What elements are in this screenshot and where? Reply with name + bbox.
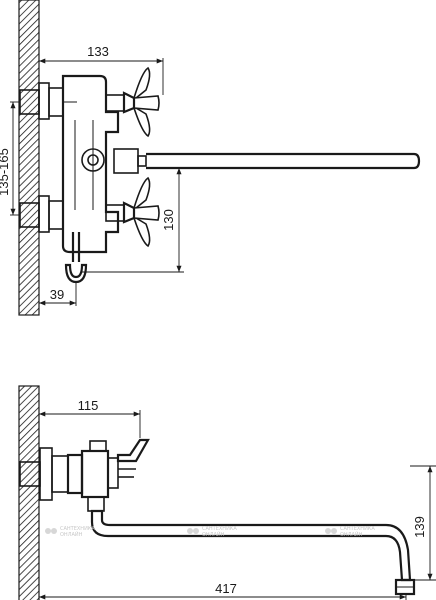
dim-right-vertical: [82, 167, 184, 273]
watermark-2-line2: ОНЛАЙН: [202, 531, 225, 538]
dim-side-width: [38, 410, 141, 446]
upper-cross-handle: [105, 66, 160, 138]
dim-label-135-165: 135-165: [0, 148, 11, 196]
wall-bottom: [18, 385, 40, 600]
dim-label-130: 130: [161, 209, 176, 231]
side-mixer-body: [66, 438, 150, 512]
dim-side-total: [38, 586, 407, 600]
top-view: 133 135-165 130 39: [0, 0, 421, 316]
lower-cross-handle: [105, 176, 160, 248]
long-spout: [146, 152, 421, 170]
watermark-2: САНТЕХНИКА ОНЛАЙН: [187, 526, 237, 538]
watermark-3: САНТЕХНИКА ОНЛАЙН: [325, 526, 375, 538]
watermark-2-line1: САНТЕХНИКА: [202, 526, 237, 532]
dim-label-133: 133: [87, 44, 109, 59]
side-lever-handle: [116, 438, 150, 463]
shower-holder: [64, 232, 88, 284]
watermark-1-line1: САНТЕХНИКА: [60, 526, 95, 532]
dim-label-115: 115: [78, 398, 99, 413]
side-view: 115 139 417 САНТЕХНИКА ОНЛАЙН САНТЕХНИКА…: [18, 385, 436, 600]
dim-top-width: [38, 58, 164, 95]
watermark-1: САНТЕХНИКА ОНЛАЙН: [45, 526, 95, 538]
wall-top: [18, 0, 40, 316]
dim-bottom-left: [39, 282, 77, 306]
dim-label-417: 417: [215, 581, 237, 596]
dim-label-139: 139: [412, 516, 427, 538]
diverter-knob: [81, 148, 105, 172]
dim-label-39: 39: [50, 287, 64, 302]
dim-side-height: [410, 465, 436, 581]
watermark-1-line2: ОНЛАЙН: [60, 531, 83, 538]
dim-left-vertical: [10, 101, 20, 216]
watermark-3-line2: ОНЛАЙН: [340, 531, 363, 538]
watermark-3-line1: САНТЕХНИКА: [340, 526, 375, 532]
curved-spout: [90, 509, 416, 596]
